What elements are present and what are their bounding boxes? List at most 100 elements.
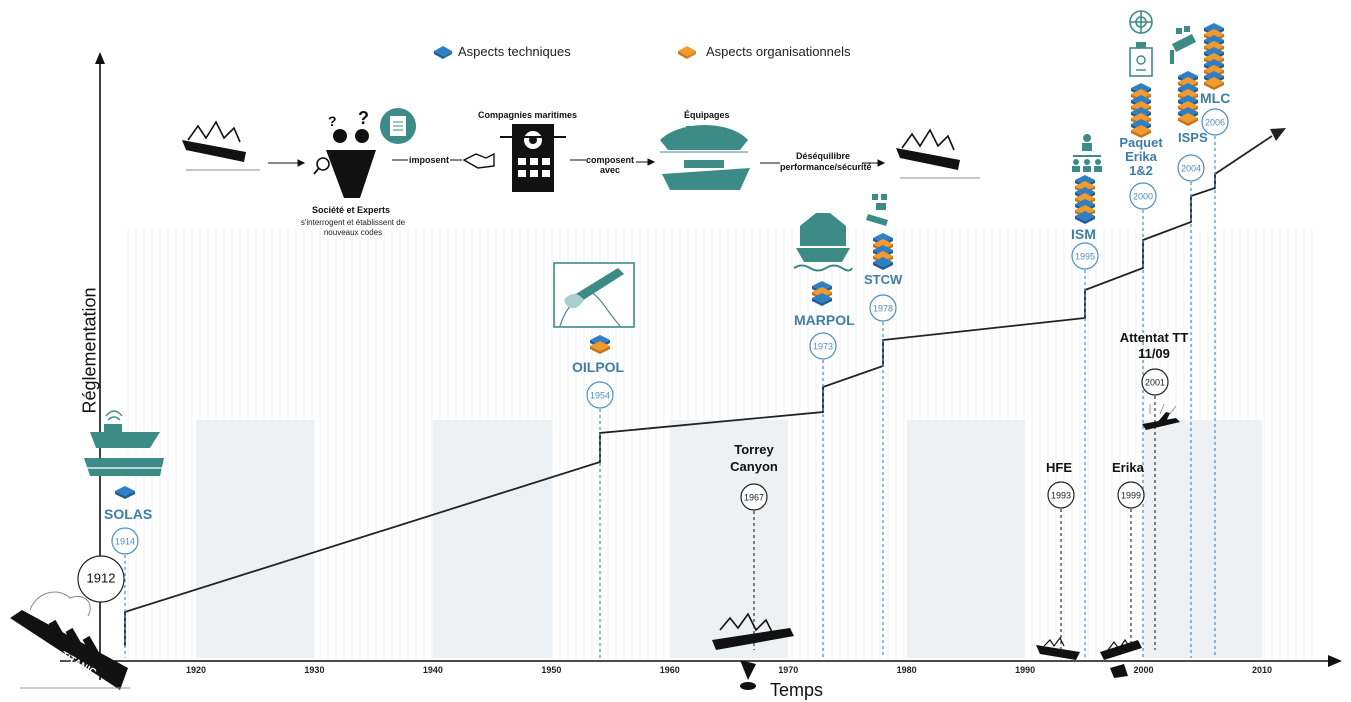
mlc-stack-book <box>1204 77 1224 90</box>
regulation-year-1954-ring <box>586 381 614 409</box>
marpol-ship-icon <box>793 213 853 272</box>
legend-technical-label: Aspects techniques <box>458 44 571 59</box>
regulation-year-1978-ring <box>869 294 897 322</box>
sinking-ship-icon-left <box>182 120 260 171</box>
oilpol-stack-book-right <box>600 346 610 354</box>
solas-stack-book <box>115 486 135 499</box>
erika-stack-book-left <box>1131 130 1141 138</box>
regulation-year-2000-label: 2000 <box>1133 192 1153 202</box>
event-year-1993-label: 1993 <box>1051 491 1071 501</box>
event-year-1999-ring <box>1117 481 1145 509</box>
regulation-line-arrow <box>1270 128 1286 141</box>
event-year-1993-ring <box>1047 481 1075 509</box>
mlc-stack-book-left <box>1204 82 1214 90</box>
regulation-year-1973-label: 1973 <box>813 342 833 352</box>
y-axis-arrow <box>95 52 105 64</box>
y-axis-title: Réglementation <box>79 287 100 414</box>
flow-society-title: Société et Experts <box>312 205 391 215</box>
ism-stack-book-right <box>1085 216 1095 224</box>
regulation-name-stcw: STCW <box>864 272 903 287</box>
event-name-torrey-canyon: Torrey Canyon <box>730 442 778 474</box>
x-tick-label: 1970 <box>778 665 798 675</box>
regulation-name-solas: SOLAS <box>104 506 153 522</box>
camera-icon <box>1170 26 1196 64</box>
ism-stack-book <box>1075 211 1095 224</box>
event-name-hfe: HFE <box>1046 460 1072 475</box>
isps-stack-book-right <box>1188 118 1198 126</box>
event-year-2001-label: 2001 <box>1145 378 1165 388</box>
stcw-stack-book-left <box>873 262 883 270</box>
regulation-name-marpol: MARPOL <box>794 312 855 328</box>
x-tick-labels: 1920 1930 1940 1950 1960 1970 1980 1990 2000 2010 <box>186 665 1272 675</box>
event-year-1967-label: 1967 <box>744 493 764 503</box>
decade-band <box>196 420 315 658</box>
flow-imbalance-label: Déséquilibre performance/sécurité <box>780 151 872 172</box>
decade-bands <box>196 420 1262 658</box>
x-tick-label: 1950 <box>541 665 561 675</box>
marpol-stack-book-right <box>822 298 832 306</box>
regulation-year-2004-label: 2004 <box>1181 164 1201 174</box>
regulation-name-ism: ISM <box>1071 226 1096 242</box>
regulation-year-2004-ring <box>1177 154 1205 182</box>
erika-sinking-icon <box>1100 638 1142 678</box>
regulation-year-1914-ring <box>111 527 139 555</box>
regulation-name-mlc: MLC <box>1200 90 1231 106</box>
sinking-ship-icon-right <box>896 128 980 179</box>
x-tick-label: 1980 <box>897 665 917 675</box>
regulation-name-erika-package: Paquet Erika 1&2 <box>1119 135 1163 178</box>
flow-impose-label: imposent <box>409 155 450 165</box>
hfe-sinking-icon <box>1036 636 1080 660</box>
svg-text:?: ? <box>328 113 337 129</box>
decade-band <box>432 420 552 658</box>
airplane-icon <box>1142 403 1180 430</box>
mlc-stack-book-right <box>1214 82 1224 90</box>
event-year-1967-ring <box>740 483 768 511</box>
x-tick-label: 1920 <box>186 665 206 675</box>
event-year-2001-ring <box>1141 368 1169 396</box>
isps-stack-book-left <box>1178 118 1188 126</box>
regulation-name-oilpol: OILPOL <box>572 359 625 375</box>
ship-wheel-icon <box>500 124 566 192</box>
regulation-year-1973-ring <box>809 332 837 360</box>
x-tick-label: 1960 <box>660 665 680 675</box>
event-name-9-11: Attentat TT 11/09 <box>1119 330 1189 361</box>
isps-stack-book <box>1178 113 1198 126</box>
x-axis-arrow <box>1328 655 1342 667</box>
marpol-stack-book <box>812 293 832 306</box>
regulation-year-1995-ring <box>1071 242 1099 270</box>
flow-crews-label: Équipages <box>684 110 730 120</box>
x-tick-label: 2000 <box>1134 665 1154 675</box>
x-tick-label: 1940 <box>423 665 443 675</box>
flow-society-subtitle: s'interrogent et établissent de nouveaux… <box>300 218 406 237</box>
stcw-icons <box>866 194 888 226</box>
x-tick-label: 1930 <box>304 665 324 675</box>
solas-ship-icon <box>84 410 164 476</box>
regulation-year-1914-label: 1914 <box>115 537 135 547</box>
erika-stack-book-right <box>1141 130 1151 138</box>
ism-stack-book-left <box>1075 216 1085 224</box>
x-tick-label: 2010 <box>1252 665 1272 675</box>
decade-band <box>1143 420 1262 658</box>
oilpol-stack-book-left <box>590 346 600 354</box>
crew-hierarchy-icon <box>1072 134 1102 172</box>
guide-lines <box>124 136 1216 658</box>
experts-icon: ? ? <box>313 108 416 198</box>
radar-icon <box>1129 10 1153 34</box>
flow-arrows <box>268 158 886 167</box>
solas-stack-book-right <box>125 491 135 499</box>
marpol-stack-book-left <box>812 298 822 306</box>
decade-band <box>906 420 1026 658</box>
x-tick-label: 1990 <box>1015 665 1035 675</box>
regulation-year-2006-ring <box>1201 108 1229 136</box>
stcw-stack-book-right <box>883 262 893 270</box>
regulation-year-1995-label: 1995 <box>1075 252 1095 262</box>
regulation-year-2000-ring <box>1129 182 1157 210</box>
crew-ship-icon <box>660 125 750 190</box>
handshake-icon <box>462 152 495 169</box>
stcw-stack-book <box>873 257 893 270</box>
event-year-1999-label: 1999 <box>1121 491 1141 501</box>
erika-stack-book <box>1131 125 1151 138</box>
regulation-year-2006-label: 2006 <box>1205 118 1225 128</box>
